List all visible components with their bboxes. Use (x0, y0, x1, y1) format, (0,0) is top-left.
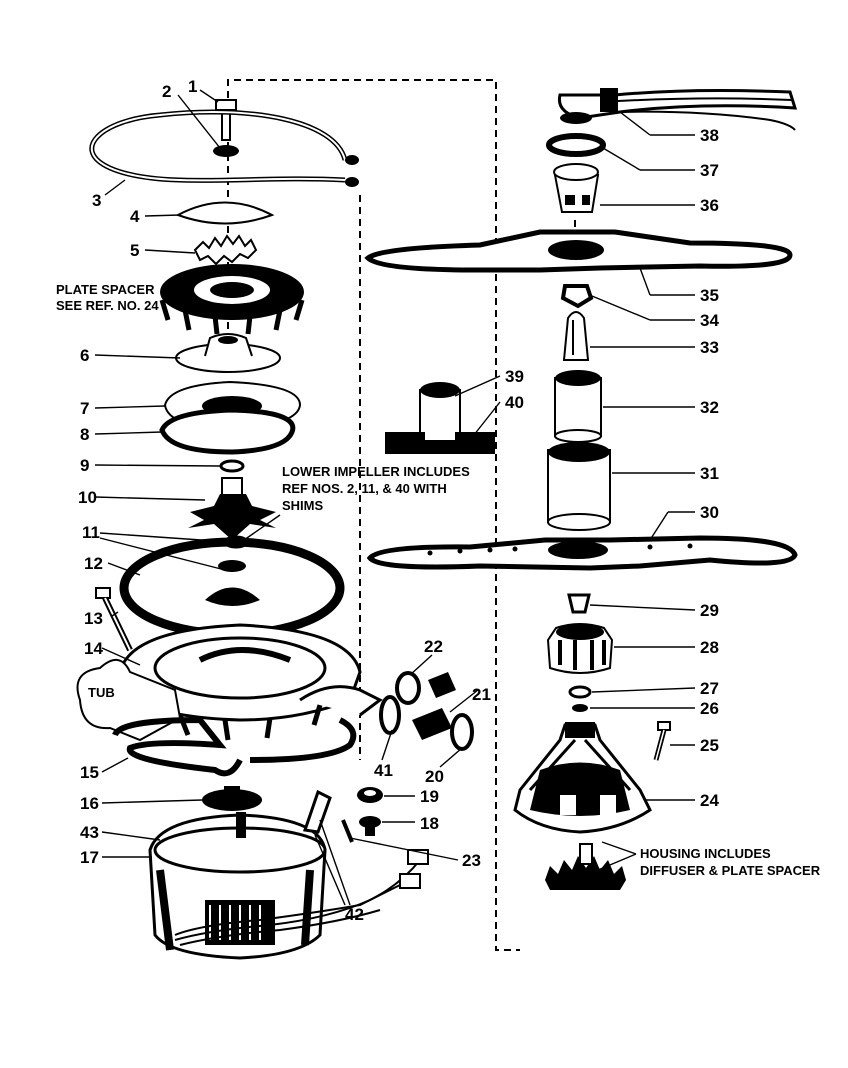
callout-3: 3 (92, 191, 101, 210)
callout-37: 37 (700, 161, 719, 180)
part-15-gasket (112, 716, 357, 777)
center-parts (385, 382, 495, 454)
part-32-tower (554, 370, 602, 443)
callout-8: 8 (80, 425, 89, 444)
part-31-tower (547, 442, 611, 531)
part-30-lower-spray-arm (366, 535, 798, 571)
part-37-seal (546, 133, 606, 157)
notes: PLATE SPACER SEE REF. NO. 24 LOWER IMPEL… (56, 282, 821, 878)
part-1-bolt (215, 99, 237, 141)
callout-21: 21 (472, 685, 491, 704)
callout-17: 17 (80, 848, 99, 867)
callout-numbers: 1 2 3 4 5 6 7 8 9 10 11 12 13 14 15 16 4… (78, 77, 719, 924)
part-25-bolt (653, 721, 671, 761)
part-6-impeller-housing (175, 333, 281, 373)
part-4-cap (175, 201, 275, 225)
plate-spacer (159, 264, 305, 335)
callout-36: 36 (700, 196, 719, 215)
callout-27: 27 (700, 679, 719, 698)
part-22-hose-clamp (395, 671, 421, 705)
part-34-nut (560, 284, 594, 309)
callout-12: 12 (84, 554, 103, 573)
callout-1: 1 (188, 77, 197, 96)
callout-10: 10 (78, 488, 97, 507)
part-10-lower-impeller (188, 477, 276, 540)
part-21-connector (412, 708, 452, 740)
left-assembly (76, 99, 474, 960)
callout-15: 15 (80, 763, 99, 782)
callout-5: 5 (130, 241, 139, 260)
callout-4: 4 (130, 207, 140, 226)
callout-2: 2 (162, 82, 171, 101)
note-plate-spacer-line1: PLATE SPACER (56, 282, 155, 297)
callout-9: 9 (80, 456, 89, 475)
part-33-tube (562, 311, 590, 361)
part-38-feed-tube (557, 88, 798, 131)
callout-43: 43 (80, 823, 99, 842)
part-29-bushing (567, 593, 591, 614)
part-16-coupling (202, 786, 262, 811)
note-impeller-line3: SHIMS (282, 498, 324, 513)
callout-23: 23 (462, 851, 481, 870)
callout-19: 19 (420, 787, 439, 806)
part-5-chopper-blade (193, 234, 258, 266)
callout-24: 24 (700, 791, 719, 810)
note-housing-line2: DIFFUSER & PLATE SPACER (640, 863, 821, 878)
diffuser (545, 843, 626, 890)
callout-25: 25 (700, 736, 719, 755)
callout-30: 30 (700, 503, 719, 522)
right-assembly (364, 88, 798, 890)
callout-16: 16 (80, 794, 99, 813)
callout-26: 26 (700, 699, 719, 718)
part-14-sump (118, 623, 383, 741)
callout-11: 11 (82, 523, 100, 542)
callout-7: 7 (80, 399, 89, 418)
callout-13: 13 (84, 609, 103, 628)
part-27-nut (568, 685, 592, 699)
note-tub: TUB (88, 685, 115, 700)
callout-34: 34 (700, 311, 719, 330)
part-41-hose-clamp (379, 695, 401, 735)
part-8-gasket (159, 407, 296, 455)
callout-42: 42 (345, 905, 364, 924)
part-28-hub (546, 623, 614, 674)
callout-41: 41 (374, 761, 393, 780)
note-impeller-line2: REF NOS. 2, 11, & 40 WITH (282, 481, 447, 496)
callout-31: 31 (700, 464, 719, 483)
callout-22: 22 (424, 637, 443, 656)
part-13-bolt (95, 587, 133, 652)
part-40-shim-strip (385, 432, 495, 454)
part-39-bushing (419, 382, 461, 436)
callout-14: 14 (84, 639, 103, 658)
part-2-washer (213, 145, 239, 157)
part-20-hose-clamp (450, 713, 474, 751)
part-12-ring-seal (119, 537, 345, 639)
part-17-motor (148, 812, 429, 960)
callout-33: 33 (700, 338, 719, 357)
part-22-connector (428, 672, 456, 698)
part-18-plug (359, 816, 381, 836)
callout-39: 39 (505, 367, 524, 386)
note-housing-line1: HOUSING INCLUDES (640, 846, 771, 861)
part-42-clip (303, 789, 332, 834)
note-plate-spacer-line2: SEE REF. NO. 24 (56, 298, 159, 313)
part-26-washer (572, 704, 588, 712)
callout-35: 35 (700, 286, 719, 305)
callout-38: 38 (700, 126, 719, 145)
part-35-upper-spray-arm (364, 229, 793, 273)
callout-40: 40 (505, 393, 524, 412)
callout-29: 29 (700, 601, 719, 620)
callout-18: 18 (420, 814, 439, 833)
part-36-connector (553, 163, 600, 213)
callout-28: 28 (700, 638, 719, 657)
callout-6: 6 (80, 346, 89, 365)
callout-32: 32 (700, 398, 719, 417)
leader-lines (94, 89, 696, 906)
note-impeller-line1: LOWER IMPELLER INCLUDES (282, 464, 470, 479)
part-24-housing (513, 722, 652, 834)
part-9-ring (219, 459, 245, 473)
callout-20: 20 (425, 767, 444, 786)
part-19-grommet (357, 787, 383, 803)
